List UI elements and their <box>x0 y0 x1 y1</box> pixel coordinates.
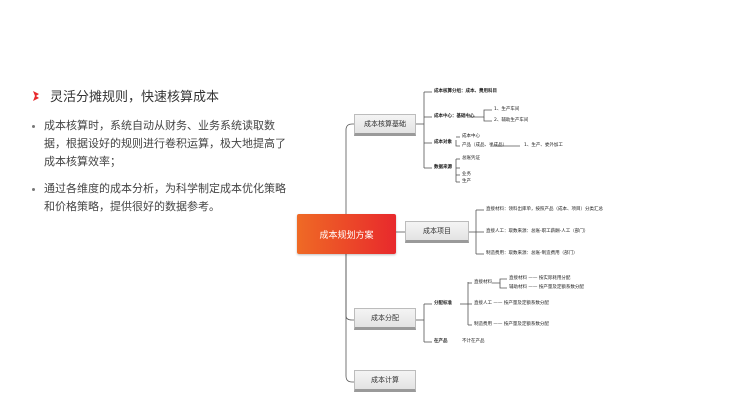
leaf-direct-material: 直接材料：领料出库单，按照产品（成本、项目）分类汇总 <box>486 207 603 212</box>
list-item: 成本核算时，系统自动从财务、业务系统读取数据，根据设好的规则进行卷积运算，极大地… <box>30 117 292 171</box>
leaf-allocation-standard: 分配标准 <box>434 301 452 306</box>
leaf-wip: 在产品 <box>434 339 448 344</box>
leaf-cost-group: 成本核算分组：成本、费用科目 <box>434 89 497 94</box>
leaf-aux-workshop: 2、辅助生产车间 <box>494 118 529 123</box>
mindmap-root-node[interactable]: 成本规划方案 <box>297 214 396 254</box>
leaf-source-ledger: 总账凭证 <box>462 156 480 161</box>
leaf-direct-labor: 直接人工：取数来源：总账-职工薪酬-人工（部门） <box>486 229 589 234</box>
leaf-object-production: 1、生产、委外加工 <box>524 143 563 148</box>
ribbon-icon <box>30 90 42 102</box>
leaf-alloc-material-aux: 辅助材料 —— 按产量及定额系数分配 <box>509 285 584 290</box>
leaf-alloc-material-direct: 直接材料 —— 按实际耗用分配 <box>509 276 571 281</box>
branch-cost-items[interactable]: 成本项目 <box>405 221 469 243</box>
leaf-cost-center: 成本中心：基础中心 <box>434 114 475 119</box>
leaf-workshop: 1、生产车间 <box>494 107 520 112</box>
list-item: 通过各维度的成本分析，为科学制定成本优化策略和价格策略，提供很好的数据参考。 <box>30 180 292 216</box>
feature-heading-text: 灵活分摊规则，快速核算成本 <box>50 90 220 105</box>
feature-description: 灵活分摊规则，快速核算成本 成本核算时，系统自动从财务、业务系统读取数据，根据设… <box>30 86 292 225</box>
leaf-alloc-labor: 直接人工 —— 按产量及定额系数分配 <box>474 301 549 306</box>
feature-heading: 灵活分摊规则，快速核算成本 <box>30 86 292 105</box>
branch-cost-calculation[interactable]: 成本计算 <box>354 370 416 392</box>
leaf-source-production: 生产 <box>462 179 471 184</box>
leaf-alloc-material: 直接材料 <box>474 280 492 285</box>
feature-bullet-list: 成本核算时，系统自动从财务、业务系统读取数据，根据设好的规则进行卷积运算，极大地… <box>30 117 292 216</box>
leaf-object-center: 成本中心 <box>462 134 480 139</box>
bullet-dot <box>32 125 35 128</box>
bullet-dot <box>32 188 35 191</box>
leaf-data-source: 数据来源 <box>434 165 452 170</box>
leaf-manufacturing-overhead: 制造费用：取数来源：总账-制造费用（部门） <box>486 251 578 256</box>
branch-cost-allocation[interactable]: 成本分配 <box>354 308 416 330</box>
bullet-text: 通过各维度的成本分析，为科学制定成本优化策略和价格策略，提供很好的数据参考。 <box>44 182 286 213</box>
leaf-alloc-overhead: 制造费用 —— 按产量及定额系数分配 <box>474 322 549 327</box>
branch-cost-basis[interactable]: 成本核算基础 <box>354 114 416 136</box>
leaf-wip-note: 不计在产品 <box>462 339 485 344</box>
leaf-source-business: 业务 <box>462 172 471 177</box>
leaf-cost-object: 成本对象 <box>434 140 452 145</box>
leaf-object-product: 产品（成品、半成品） <box>462 143 507 148</box>
bullet-text: 成本核算时，系统自动从财务、业务系统读取数据，根据设好的规则进行卷积运算，极大地… <box>44 119 286 168</box>
